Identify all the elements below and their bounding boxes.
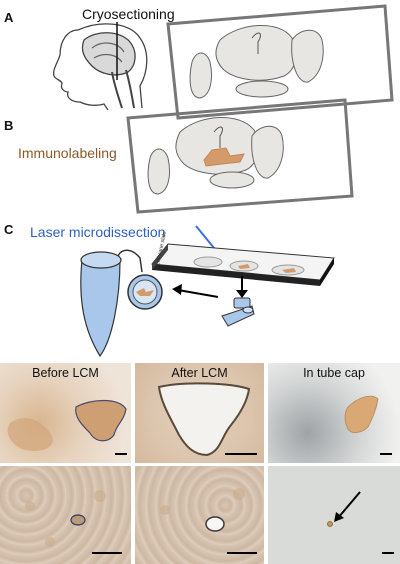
membrane-slide: [151, 243, 335, 286]
micrograph-after-lcm: After LCM: [135, 363, 264, 463]
immunolabeling-caption: Immunolabeling: [18, 145, 117, 161]
small-tube-cap: [221, 297, 255, 327]
pointer-arrow-icon: [334, 512, 344, 522]
captured-tissue: [344, 395, 379, 433]
lcm-selection-outline: [75, 399, 127, 442]
slide-b: [126, 98, 354, 214]
micrograph-before-lcm: Before LCM: [0, 363, 131, 463]
scale-bar: [382, 552, 394, 554]
large-tube: [80, 249, 163, 358]
micrograph-in-tube-cap: In tube cap: [268, 363, 400, 463]
micrograph-e-before: [0, 466, 131, 564]
scale-bar: [92, 552, 122, 554]
target-cell-outline: [70, 514, 86, 526]
dissected-cell-hole: [205, 516, 225, 532]
down-arrow-icon: [236, 290, 248, 298]
head-profile-illustration: [52, 23, 148, 111]
micrograph-e-cap: [268, 466, 400, 564]
dissected-hole: [157, 382, 251, 457]
diagram-svg: Membrane slide: [52, 4, 394, 358]
captured-cell: [327, 521, 333, 527]
scale-bar: [115, 453, 127, 455]
slide-a: [166, 4, 394, 120]
laser-beam: [195, 225, 215, 249]
left-arrow-icon: [172, 284, 182, 295]
scale-bar: [380, 453, 392, 455]
cryosectioning-caption: Cryosectioning: [82, 6, 175, 22]
panel-letter-c: C: [4, 222, 14, 237]
panel-letter-a: A: [4, 10, 14, 25]
scale-bar: [225, 453, 257, 455]
immunolabel-region: [203, 147, 245, 167]
laser-microdissection-caption: Laser microdissection: [30, 224, 166, 240]
in-tube-cap-label: In tube cap: [303, 366, 365, 380]
before-lcm-label: Before LCM: [32, 366, 99, 380]
panel-letter-b: B: [4, 118, 14, 133]
micrograph-e-after: [135, 466, 264, 564]
after-lcm-label: After LCM: [171, 366, 228, 380]
scale-bar: [227, 552, 257, 554]
